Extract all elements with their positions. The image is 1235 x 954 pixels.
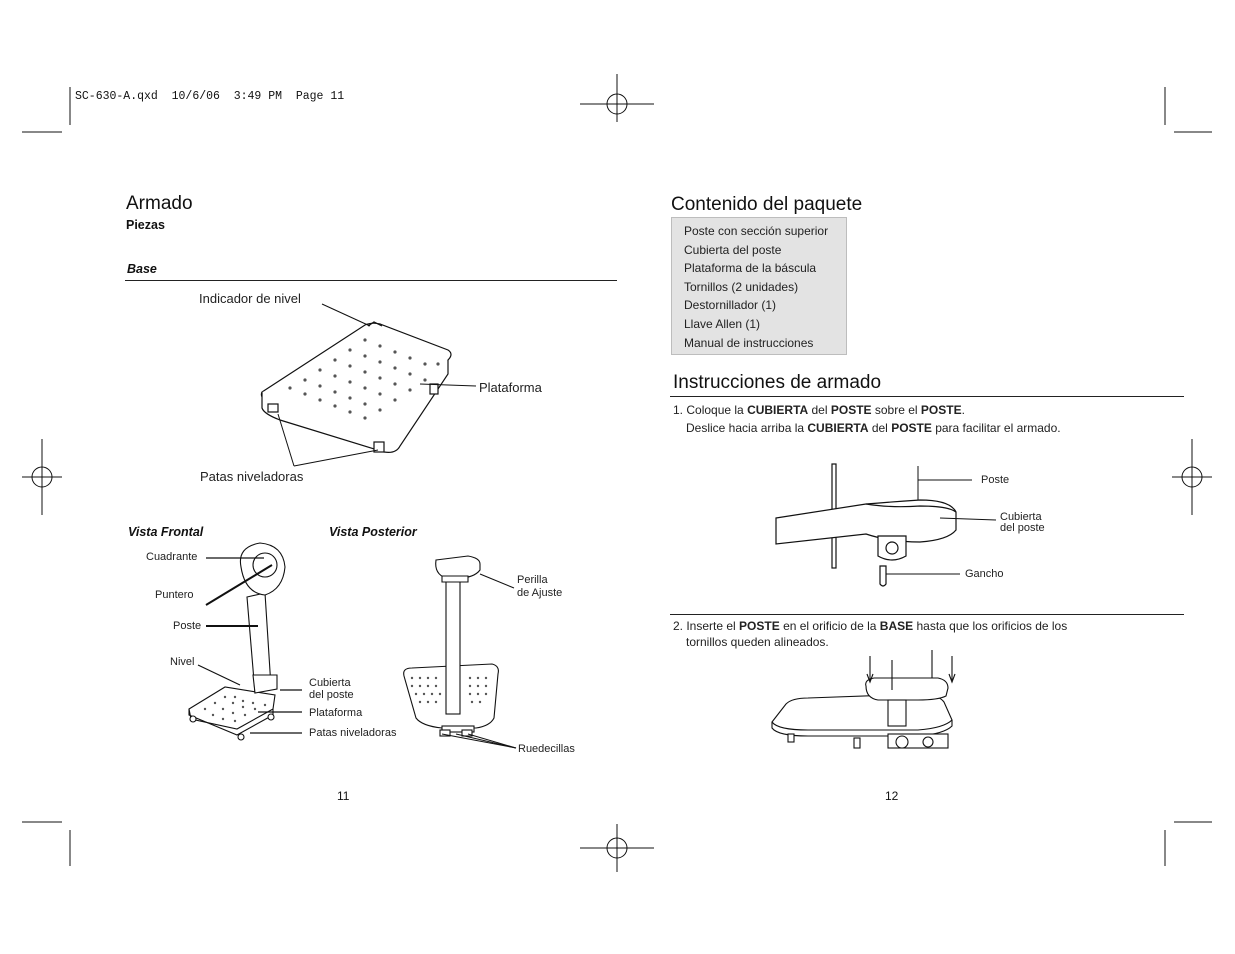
contents-item: Tornillos (2 unidades) bbox=[684, 279, 799, 294]
front-view-illustration bbox=[188, 542, 286, 741]
contents-item: Destornillador (1) bbox=[684, 298, 777, 313]
front-label-dial: Cuadrante bbox=[146, 551, 198, 563]
contents-box: Poste con sección superior Cubierta del … bbox=[671, 217, 847, 355]
registration-mark-bottom bbox=[580, 824, 654, 872]
page-number-left: 11 bbox=[337, 789, 350, 803]
rear-label-knob-1: Perilla bbox=[517, 574, 548, 586]
front-view-leaders bbox=[197, 557, 302, 734]
rear-label-wheels: Ruedecillas bbox=[518, 743, 575, 755]
rear-view-illustration bbox=[403, 555, 517, 749]
base-label-level: Indicador de nivel bbox=[199, 291, 301, 306]
front-label-cover-1: Cubierta bbox=[309, 677, 351, 689]
instructions-title: Instrucciones de armado bbox=[673, 372, 882, 393]
base-heading: Base bbox=[127, 262, 157, 276]
front-label-cover-2: del poste bbox=[309, 689, 354, 701]
contents-item: Poste con sección superior bbox=[684, 224, 829, 238]
step-1-line-2: Deslice hacia arriba la CUBIERTA del POS… bbox=[686, 421, 1061, 435]
front-label-feet: Patas niveladoras bbox=[309, 727, 397, 739]
armado-title: Armado bbox=[126, 193, 193, 214]
contents-item: Cubierta del poste bbox=[684, 242, 782, 257]
contents-title: Contenido del paquete bbox=[671, 194, 863, 215]
front-label-platform: Plataforma bbox=[309, 707, 363, 719]
step-2-rule bbox=[670, 614, 1184, 615]
page-number-right: 12 bbox=[885, 789, 899, 803]
base-label-feet: Patas niveladoras bbox=[200, 469, 304, 484]
rear-label-knob-2: de Ajuste bbox=[517, 587, 563, 599]
contents-item: Manual de instrucciones bbox=[684, 335, 814, 350]
step-1-label-post: Poste bbox=[981, 474, 1010, 486]
base-rule bbox=[125, 280, 617, 281]
step-1-line-1: 1. Coloque la CUBIERTA del POSTE sobre e… bbox=[673, 403, 965, 417]
base-illustration bbox=[260, 303, 477, 467]
file-info: SC-630-A.qxd 10/6/06 3:49 PM Page 11 bbox=[75, 90, 345, 103]
front-label-post: Poste bbox=[173, 620, 202, 632]
front-view-heading: Vista Frontal bbox=[128, 525, 204, 539]
step-2-line-1: 2. Inserte el POSTE en el orificio de la… bbox=[673, 619, 1068, 633]
step-1-illustration bbox=[775, 463, 997, 587]
base-label-platform: Plataforma bbox=[479, 380, 542, 395]
registration-mark-left bbox=[22, 439, 62, 515]
registration-mark-top bbox=[580, 74, 654, 122]
step-1-label-cover-2: del poste bbox=[1000, 522, 1045, 534]
instructions-rule bbox=[670, 396, 1184, 397]
contents-item: Plataforma de la báscula bbox=[684, 261, 817, 276]
piezas-subtitle: Piezas bbox=[126, 218, 165, 232]
step-1-label-cover-1: Cubierta bbox=[1000, 511, 1042, 523]
step-2-illustration bbox=[771, 650, 956, 749]
registration-mark-right bbox=[1172, 439, 1212, 515]
step-1-label-hook: Gancho bbox=[965, 568, 1004, 580]
front-label-pointer: Puntero bbox=[155, 589, 194, 601]
step-2-line-2: tornillos queden alineados. bbox=[686, 635, 829, 649]
front-label-level: Nivel bbox=[170, 656, 195, 668]
rear-view-heading: Vista Posterior bbox=[329, 525, 417, 539]
contents-item: Llave Allen (1) bbox=[684, 316, 761, 331]
